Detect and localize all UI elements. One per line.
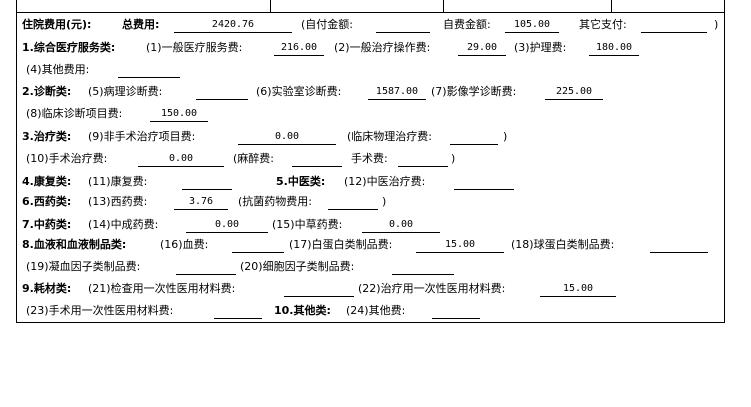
item-11-value — [182, 175, 232, 190]
section-6-title: 6.西药类: — [22, 195, 72, 208]
item-20-label: (20)细胞因子类制品费: — [240, 260, 355, 273]
item-9-value: 0.00 — [238, 130, 336, 145]
total-fee-label: 总费用: — [122, 18, 160, 31]
section-7-title: 7.中药类: — [22, 218, 72, 231]
item-17-label: (17)白蛋白类制品费: — [289, 238, 393, 251]
section-10-title: 10.其他类: — [274, 304, 331, 317]
self-pay-value — [376, 18, 430, 33]
item-16-label: (16)血费: — [160, 238, 209, 251]
section-2-title: 2.诊断类: — [22, 85, 72, 98]
item-9b-close: ) — [503, 130, 508, 143]
item-18-value — [650, 238, 708, 253]
item-22-label: (22)治疗用一次性医用材料费: — [358, 282, 506, 295]
close-paren: ) — [714, 18, 719, 31]
item-13b-value — [328, 195, 378, 210]
item-7-label: (7)影像学诊断费: — [431, 85, 517, 98]
section-title: 住院费用(元): — [22, 18, 92, 31]
item-9b-value — [450, 130, 498, 145]
cell-divider — [270, 0, 271, 12]
item-1-label: (1)一般医疗服务费: — [146, 41, 243, 54]
item-12-value — [454, 175, 514, 190]
item-9b-label: (临床物理治疗费: — [347, 130, 432, 143]
cell-divider — [443, 0, 444, 12]
item-5-value — [196, 85, 248, 100]
item-11-label: (11)康复费: — [88, 175, 148, 188]
self-fee-label: 自费金额: — [443, 18, 491, 31]
item-4-label: (4)其他费用: — [26, 63, 90, 76]
item-19-label: (19)凝血因子类制品费: — [26, 260, 141, 273]
item-14-value: 0.00 — [186, 218, 268, 233]
item-13b-label: (抗菌药物费用: — [238, 195, 312, 208]
cell-divider — [611, 0, 612, 12]
item-6-value: 1587.00 — [368, 85, 426, 100]
other-pay-value — [641, 18, 707, 33]
total-fee-value: 2420.76 — [174, 18, 292, 33]
item-2-value: 29.00 — [458, 41, 506, 56]
item-3-value: 180.00 — [589, 41, 639, 56]
item-18-label: (18)球蛋白类制品费: — [511, 238, 615, 251]
section-3-title: 3.治疗类: — [22, 130, 72, 143]
item-24-value — [432, 304, 480, 319]
self-pay-label: (自付金额: — [301, 18, 353, 31]
item-9-label: (9)非手术治疗项目费: — [88, 130, 196, 143]
item-23-value — [214, 304, 262, 319]
fee-section-frame — [16, 0, 725, 323]
item-24-label: (24)其他费: — [346, 304, 406, 317]
item-10c-value — [398, 152, 448, 167]
section-1-title: 1.综合医疗服务类: — [22, 41, 116, 54]
item-22-value: 15.00 — [540, 282, 616, 297]
section-9-title: 9.耗材类: — [22, 282, 72, 295]
item-17-value: 15.00 — [416, 238, 504, 253]
item-15-label: (15)中草药费: — [272, 218, 343, 231]
item-23-label: (23)手术用一次性医用材料费: — [26, 304, 174, 317]
item-19-value — [176, 260, 236, 275]
self-fee-value: 105.00 — [505, 18, 559, 33]
item-10b-label: (麻醉费: — [233, 152, 274, 165]
item-13-close: ) — [382, 195, 387, 208]
item-14-label: (14)中成药费: — [88, 218, 159, 231]
section-4-title: 4.康复类: — [22, 175, 72, 188]
item-13-value: 3.76 — [174, 195, 228, 210]
item-16-value — [232, 238, 284, 253]
item-4-value — [118, 63, 180, 78]
item-13-label: (13)西药费: — [88, 195, 148, 208]
item-8-value: 150.00 — [150, 107, 208, 122]
item-5-label: (5)病理诊断费: — [88, 85, 163, 98]
item-21-label: (21)检查用一次性医用材料费: — [88, 282, 236, 295]
other-pay-label: 其它支付: — [579, 18, 627, 31]
item-20-value — [392, 260, 454, 275]
item-10-value: 0.00 — [138, 152, 224, 167]
item-3-label: (3)护理费: — [514, 41, 567, 54]
item-7-value: 225.00 — [545, 85, 603, 100]
section-8-title: 8.血液和血液制品类: — [22, 238, 127, 251]
item-10c-label: 手术费: — [351, 152, 388, 165]
item-2-label: (2)一般治疗操作费: — [334, 41, 431, 54]
section-5-title: 5.中医类: — [276, 175, 326, 188]
item-10-label: (10)手术治疗费: — [26, 152, 108, 165]
item-12-label: (12)中医治疗费: — [344, 175, 426, 188]
item-10b-value — [292, 152, 342, 167]
item-21-value — [284, 282, 354, 297]
item-10-close: ) — [451, 152, 456, 165]
item-6-label: (6)实验室诊断费: — [256, 85, 342, 98]
item-15-value: 0.00 — [362, 218, 440, 233]
item-8-label: (8)临床诊断项目费: — [26, 107, 123, 120]
item-1-value: 216.00 — [274, 41, 324, 56]
